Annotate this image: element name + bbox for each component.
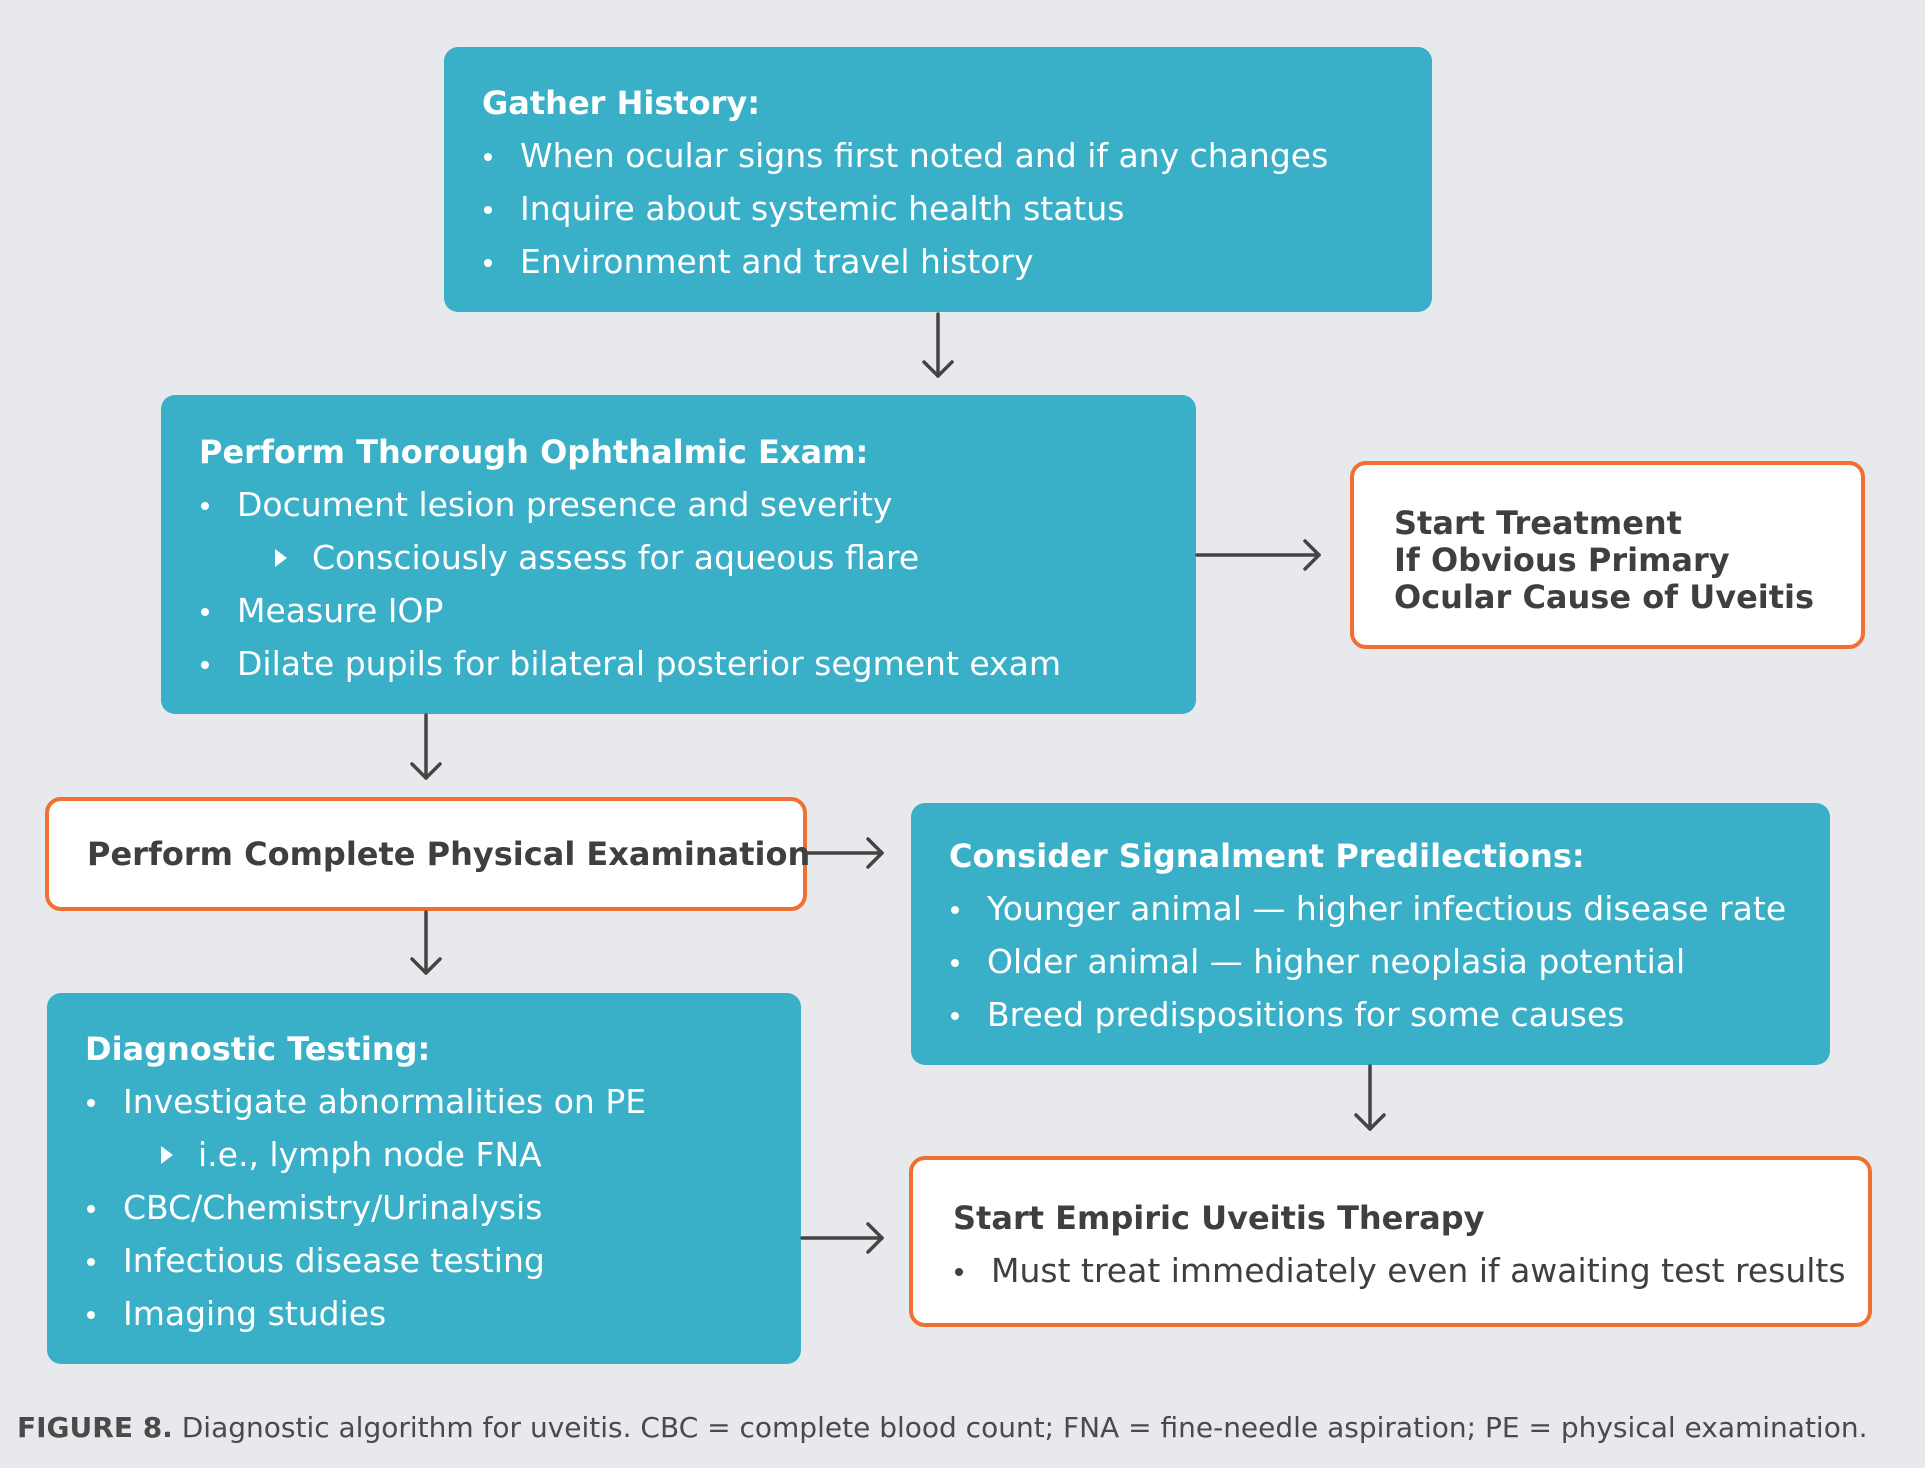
empiric-therapy-item: Must treat immediately even if awaiting …: [953, 1251, 1868, 1291]
arrow-exam-to-treatment: [1195, 539, 1321, 571]
signalment-item: Older animal — higher neoplasia potentia…: [949, 942, 1792, 982]
signalment-box: Consider Signalment Predilections: Young…: [911, 803, 1830, 1065]
arrow-exam-to-physical: [410, 713, 442, 780]
diagnostic-testing-item: CBC/Chemistry/Urinalysis: [85, 1188, 763, 1228]
ophthalmic-exam-item: Measure IOP: [199, 591, 1158, 631]
start-treatment-box: Start Treatment If Obvious Primary Ocula…: [1350, 461, 1865, 649]
gather-history-title: Gather History:: [482, 84, 761, 122]
figure-caption: FIGURE 8. Diagnostic algorithm for uveit…: [17, 1410, 1868, 1446]
ophthalmic-exam-subitem: Consciously assess for aqueous flare: [199, 538, 1158, 578]
gather-history-item: Inquire about systemic health status: [482, 189, 1394, 229]
diagnostic-testing-subitem: i.e., lymph node FNA: [85, 1135, 763, 1175]
signalment-item: Younger animal — higher infectious disea…: [949, 889, 1792, 929]
arrow-physical-to-signalment: [806, 837, 884, 869]
gather-history-item: When ocular signs first noted and if any…: [482, 136, 1394, 176]
start-treatment-line: If Obvious Primary: [1394, 541, 1730, 579]
ophthalmic-exam-item: Document lesion presence and severity: [199, 485, 1158, 525]
figure-caption-label: FIGURE 8.: [17, 1411, 173, 1444]
ophthalmic-exam-box: Perform Thorough Ophthalmic Exam: Docume…: [161, 395, 1196, 714]
start-treatment-line: Ocular Cause of Uveitis: [1394, 578, 1815, 616]
gather-history-box: Gather History: When ocular signs first …: [444, 47, 1432, 312]
arrow-signalment-to-empiric: [1354, 1064, 1386, 1131]
start-treatment-line: Start Treatment: [1394, 504, 1682, 542]
diagnostic-testing-item: Investigate abnormalities on PE: [85, 1082, 763, 1122]
empiric-therapy-box: Start Empiric Uveitis Therapy Must treat…: [909, 1156, 1872, 1327]
arrow-diagnostic-to-empiric: [800, 1222, 884, 1254]
arrow-physical-to-diagnostic: [410, 910, 442, 975]
figure-caption-text: Diagnostic algorithm for uveitis. CBC = …: [181, 1411, 1868, 1444]
ophthalmic-exam-title: Perform Thorough Ophthalmic Exam:: [199, 433, 869, 471]
gather-history-item: Environment and travel history: [482, 242, 1394, 282]
diagnostic-testing-item: Infectious disease testing: [85, 1241, 763, 1281]
physical-exam-title: Perform Complete Physical Examination: [87, 834, 811, 873]
ophthalmic-exam-item: Dilate pupils for bilateral posterior se…: [199, 644, 1158, 684]
signalment-item: Breed predispositions for some causes: [949, 995, 1792, 1035]
diagnostic-testing-box: Diagnostic Testing: Investigate abnormal…: [47, 993, 801, 1364]
empiric-therapy-title: Start Empiric Uveitis Therapy: [953, 1199, 1485, 1237]
physical-exam-box: Perform Complete Physical Examination: [45, 797, 811, 911]
arrow-history-to-exam: [922, 312, 954, 378]
diagnostic-testing-title: Diagnostic Testing:: [85, 1030, 431, 1068]
signalment-title: Consider Signalment Predilections:: [949, 837, 1585, 875]
diagnostic-testing-item: Imaging studies: [85, 1294, 763, 1334]
